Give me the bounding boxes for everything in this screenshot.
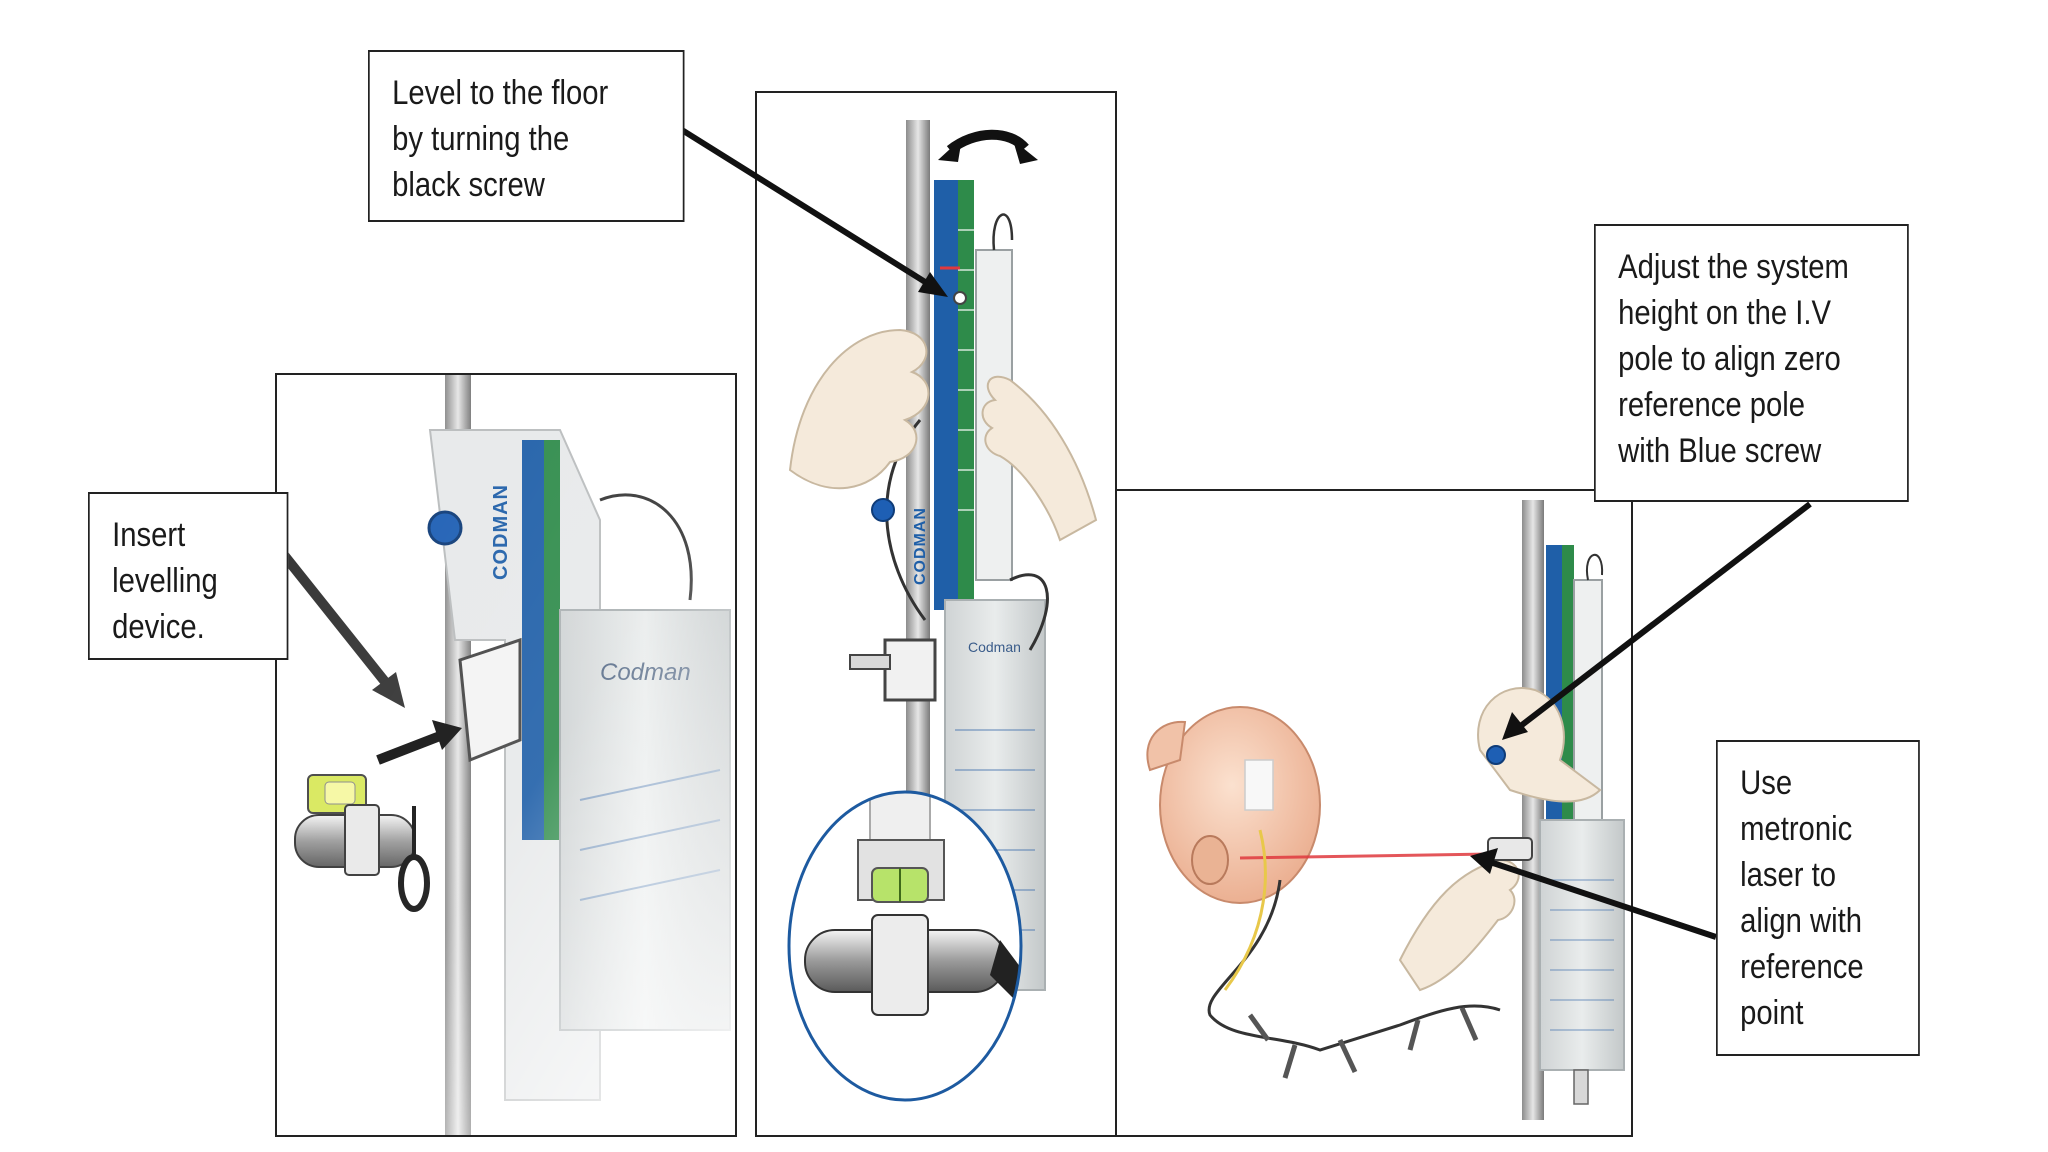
callout-line: reference bbox=[1740, 948, 1864, 986]
callout-line: reference pole bbox=[1618, 386, 1806, 424]
panel-level-floor: CODMAN Codman bbox=[680, 91, 1117, 1137]
glove-hand-left bbox=[788, 328, 930, 490]
laser-arrow bbox=[1470, 848, 1717, 940]
iv-pole bbox=[1522, 500, 1544, 1120]
scale-blue-strip bbox=[934, 180, 958, 610]
bag-label: Codman bbox=[968, 639, 1021, 655]
callout-line: Use bbox=[1740, 764, 1793, 802]
clamp-bracket bbox=[883, 638, 937, 702]
callout-use-laser: Use metronic laser to align with referen… bbox=[1716, 740, 1920, 1056]
callout-line: metronic bbox=[1740, 810, 1853, 848]
panel-align-laser bbox=[1115, 489, 1812, 1137]
glove-hand-right bbox=[981, 375, 1098, 542]
patient-head bbox=[1146, 706, 1321, 904]
adjust-height-arrow bbox=[1502, 501, 1812, 740]
callout-line: black screw bbox=[392, 166, 545, 204]
callout-line: Insert bbox=[112, 516, 186, 554]
callout-line: levelling bbox=[112, 562, 218, 600]
blue-screw bbox=[871, 498, 895, 522]
callout-line: point bbox=[1740, 994, 1804, 1032]
drainage-bag bbox=[1539, 819, 1625, 1071]
level-inset bbox=[787, 790, 1023, 1102]
codman-brand-label: CODMAN bbox=[912, 507, 929, 585]
callout-line: with Blue screw bbox=[1618, 432, 1822, 470]
laser-beam bbox=[1239, 852, 1491, 860]
glove-hand-lower bbox=[1398, 858, 1520, 992]
zero-marker bbox=[953, 291, 967, 305]
rotate-arrow-icon bbox=[938, 129, 1038, 164]
panel-insert-device: CODMAN Codman bbox=[272, 373, 737, 1137]
panel-fade bbox=[276, 374, 736, 1136]
blue-screw bbox=[1486, 745, 1506, 765]
laser-device bbox=[1487, 837, 1533, 861]
scale-green-strip bbox=[958, 180, 974, 610]
callout-line: height on the I.V bbox=[1618, 294, 1832, 332]
callout-line: device. bbox=[112, 608, 205, 646]
callout-line: pole to align zero bbox=[1618, 340, 1841, 378]
level-floor-arrow bbox=[680, 127, 948, 297]
callout-line: Adjust the system bbox=[1618, 248, 1849, 286]
callout-line: by turning the bbox=[392, 120, 570, 158]
callout-line: align with bbox=[1740, 902, 1862, 940]
callout-adjust-height: Adjust the system height on the I.V pole… bbox=[1594, 224, 1909, 502]
callout-insert-device: Insert levelling device. bbox=[88, 492, 289, 660]
callout-line: Level to the floor bbox=[392, 74, 609, 112]
callout-line: laser to bbox=[1740, 856, 1836, 894]
callout-level-floor: Level to the floor by turning the black … bbox=[368, 50, 685, 222]
glove-hand-upper bbox=[1477, 687, 1602, 803]
